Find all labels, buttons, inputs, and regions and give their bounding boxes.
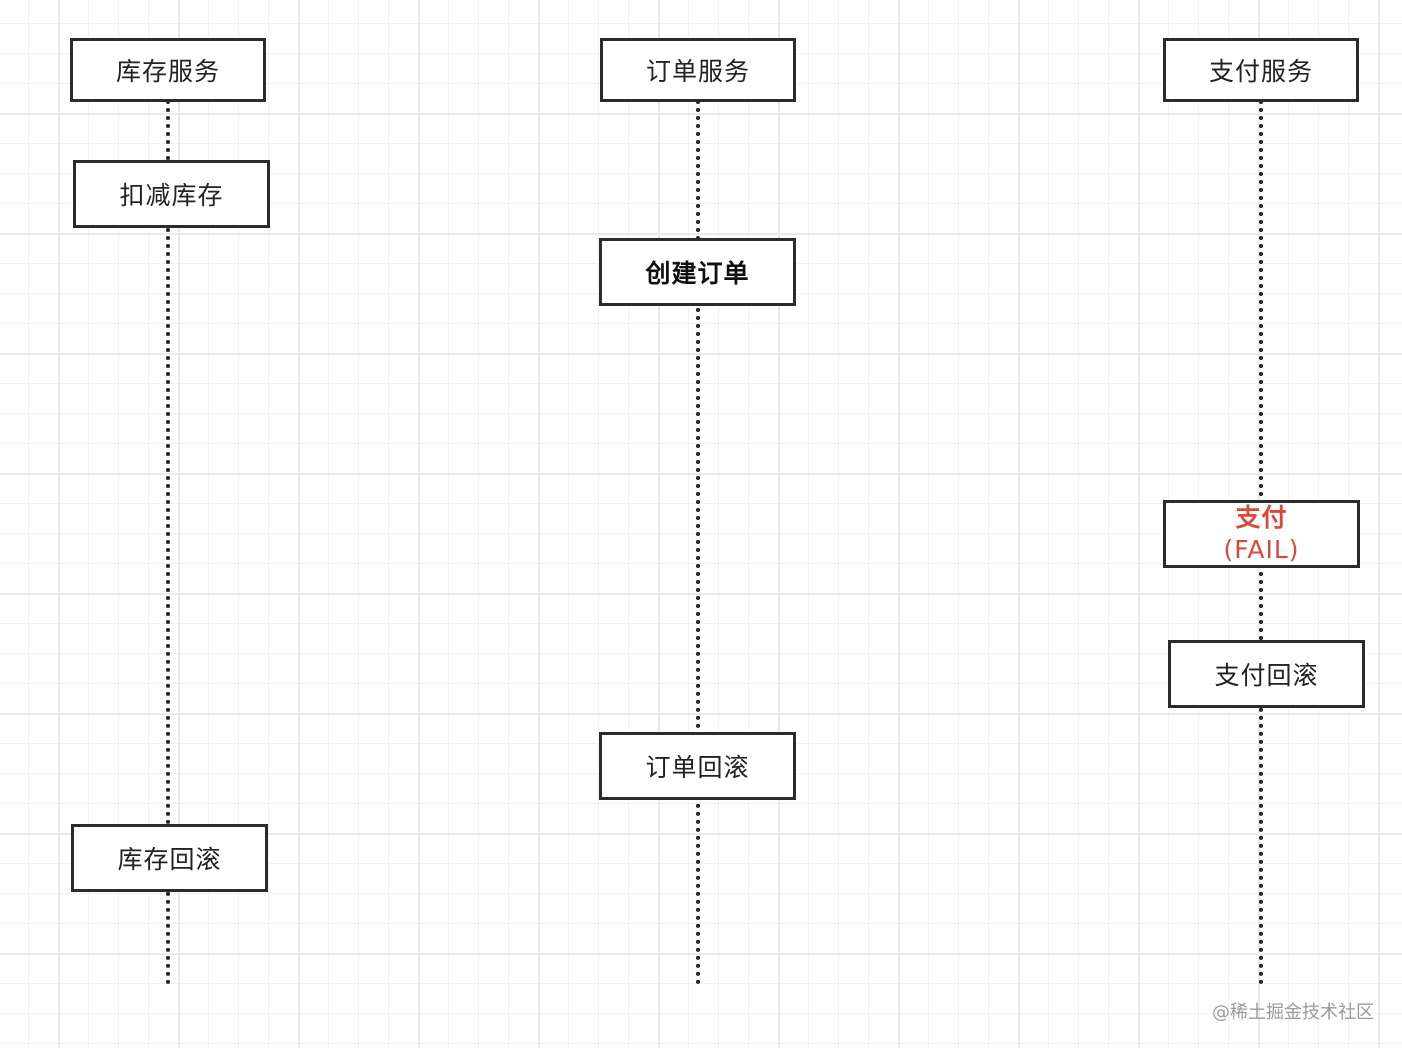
payment-rollback-label: 支付回滚	[1214, 661, 1319, 690]
inventory-rollback-box: 库存回滚	[71, 824, 268, 892]
order-rollback-box: 订单回滚	[599, 732, 796, 800]
order-service-label: 订单服务	[645, 57, 750, 86]
inventory-lifeline	[166, 100, 170, 985]
create-order-box: 创建订单	[599, 238, 796, 306]
create-order-label: 创建订单	[645, 259, 750, 288]
payment-rollback-box: 支付回滚	[1168, 640, 1365, 708]
order-lifeline	[696, 100, 700, 985]
inventory-service-label: 库存服务	[115, 57, 220, 86]
payment-status-label: (FAIL)	[1223, 535, 1300, 564]
deduct-inventory-box: 扣减库存	[73, 160, 270, 228]
inventory-rollback-label: 库存回滚	[117, 845, 222, 874]
payment-label: 支付	[1235, 503, 1288, 532]
watermark: @稀土掘金技术社区	[1212, 1002, 1374, 1023]
inventory-service-box: 库存服务	[70, 38, 266, 102]
payment-service-box: 支付服务	[1163, 38, 1359, 102]
order-rollback-label: 订单回滚	[645, 753, 750, 782]
deduct-inventory-label: 扣减库存	[119, 181, 224, 210]
order-service-box: 订单服务	[600, 38, 796, 102]
payment-service-label: 支付服务	[1208, 57, 1313, 86]
payment-fail-box: 支付 (FAIL)	[1163, 500, 1360, 568]
